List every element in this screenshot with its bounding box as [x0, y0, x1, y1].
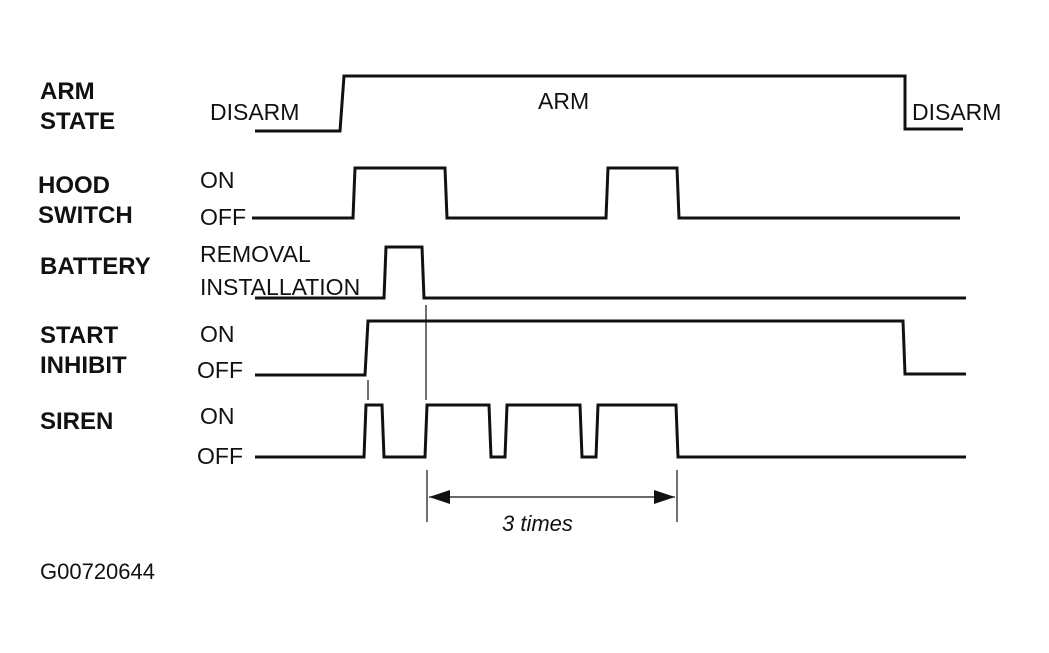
arm-state-disarm-label: DISARM — [210, 99, 299, 125]
hood-switch-on-label: ON — [200, 167, 235, 193]
dimension-arrow-right-head — [654, 490, 675, 504]
figure-code: G00720644 — [40, 559, 155, 584]
start-inhibit-label-line2: INHIBIT — [40, 352, 127, 379]
arm-state-label-line2: STATE — [40, 108, 115, 135]
hood-switch-label-line1: HOOD — [38, 172, 110, 199]
siren-waveform — [255, 403, 966, 459]
start-inhibit-on-label: ON — [200, 321, 235, 347]
start-inhibit-off-label: OFF — [197, 357, 243, 383]
arm-state-label-line1: ARM — [40, 78, 95, 105]
start-inhibit-waveform — [255, 319, 966, 377]
arm-state-waveform — [255, 74, 963, 133]
repeat-count-label: 3 times — [502, 511, 573, 536]
battery-installation-label: INSTALLATION — [200, 274, 360, 300]
siren-off-label: OFF — [197, 443, 243, 469]
hood-switch-off-label: OFF — [200, 204, 246, 230]
siren-label: SIREN — [40, 408, 113, 435]
siren-on-label: ON — [200, 403, 235, 429]
start-inhibit-label-line1: START — [40, 322, 119, 349]
arm-state-disarm-end-label: DISARM — [912, 99, 1001, 125]
battery-removal-label: REMOVAL — [200, 241, 311, 267]
battery-waveform — [255, 245, 966, 300]
hood-switch-waveform — [252, 166, 960, 220]
arm-state-arm-label: ARM — [538, 88, 589, 114]
dimension-arrow-left-head — [429, 490, 450, 504]
battery-label: BATTERY — [40, 253, 151, 280]
hood-switch-label-line2: SWITCH — [38, 202, 133, 229]
